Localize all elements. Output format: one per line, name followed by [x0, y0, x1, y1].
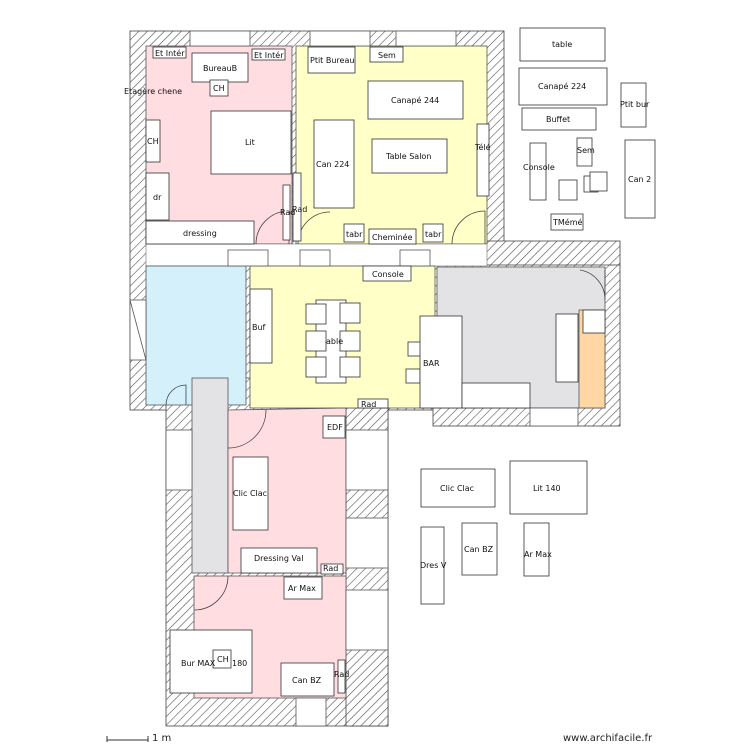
windows	[129, 30, 579, 727]
label-ar-max-2: Ar Max	[524, 550, 552, 559]
label-ch-1: CH	[213, 84, 225, 93]
label-can-bz-1: Can BZ	[292, 676, 322, 685]
label-console-2: Console	[523, 163, 555, 172]
label-sem-1: Sem	[378, 51, 396, 60]
label-rad-1: Rad	[280, 208, 295, 217]
label-etagere-chene: Etagère chene	[124, 86, 182, 96]
furniture	[145, 27, 656, 697]
label-clic-clac-2: Clic Clac	[440, 484, 474, 493]
label-et-inter-2: Et Intér	[254, 50, 284, 60]
label-bureau-b: BureauB	[203, 64, 237, 73]
label-bar: BAR	[423, 359, 440, 368]
label-table-salon: Table Salon	[385, 152, 431, 161]
label-dr: dr	[153, 193, 162, 202]
label-dressing: dressing	[183, 229, 217, 238]
label-tabr-1: tabr	[346, 230, 363, 239]
label-table-out: table	[552, 40, 572, 49]
label-ptit-bureau: Ptit Bureau	[310, 56, 354, 65]
label-ch-3: CH	[217, 655, 229, 664]
label-lit: Lit	[245, 138, 255, 147]
label-buf: Buf	[252, 323, 266, 332]
label-ptit-bur: Ptit bur	[620, 100, 650, 109]
label-tabr-2: tabr	[425, 230, 442, 239]
label-table-center: able	[326, 337, 343, 346]
label-edf: EDF	[327, 423, 343, 432]
label-cheminee: Cheminée	[372, 232, 413, 242]
room-bedroom-val	[227, 407, 347, 574]
label-console-1: Console	[372, 270, 404, 279]
room-corridor	[191, 377, 229, 574]
scale-label: 1 m	[152, 733, 172, 744]
label-rad-3: Rad	[361, 400, 376, 409]
label-can-bz-2: Can BZ	[464, 545, 494, 554]
label-buffet: Buffet	[546, 115, 570, 124]
label-tele: Télé	[474, 142, 491, 152]
label-sem-2: Sem	[577, 146, 595, 155]
label-bur-max: Bur MAX	[181, 659, 216, 668]
label-can-2: Can 2	[628, 175, 651, 184]
label-rad-5: Rad	[334, 670, 349, 679]
label-rad-2: Rad	[292, 205, 307, 214]
label-canape-244: Canapé 244	[391, 95, 439, 105]
label-et-inter-1: Et Intér	[155, 48, 185, 58]
scale-bar	[106, 736, 149, 742]
label-canape-224: Canapé 224	[538, 81, 586, 91]
label-180: 180	[232, 659, 247, 668]
label-ar-max-1: Ar Max	[288, 584, 316, 593]
label-dressing-val: Dressing Val	[254, 554, 303, 563]
label-clic-clac-1: Clic Clac	[233, 489, 267, 498]
label-rad-4: Rad	[323, 564, 338, 573]
label-ch-2: CH	[147, 137, 159, 146]
labels: Etagère chene Et Intér BureauB Et Intér …	[124, 40, 651, 685]
label-lit-140: Lit 140	[533, 484, 561, 493]
site-credit[interactable]: www.archifacile.fr	[563, 733, 653, 744]
label-can-224: Can 224	[316, 160, 349, 169]
label-tmeme: TMémé	[552, 217, 583, 227]
label-dres-v: Dres V	[420, 561, 447, 570]
